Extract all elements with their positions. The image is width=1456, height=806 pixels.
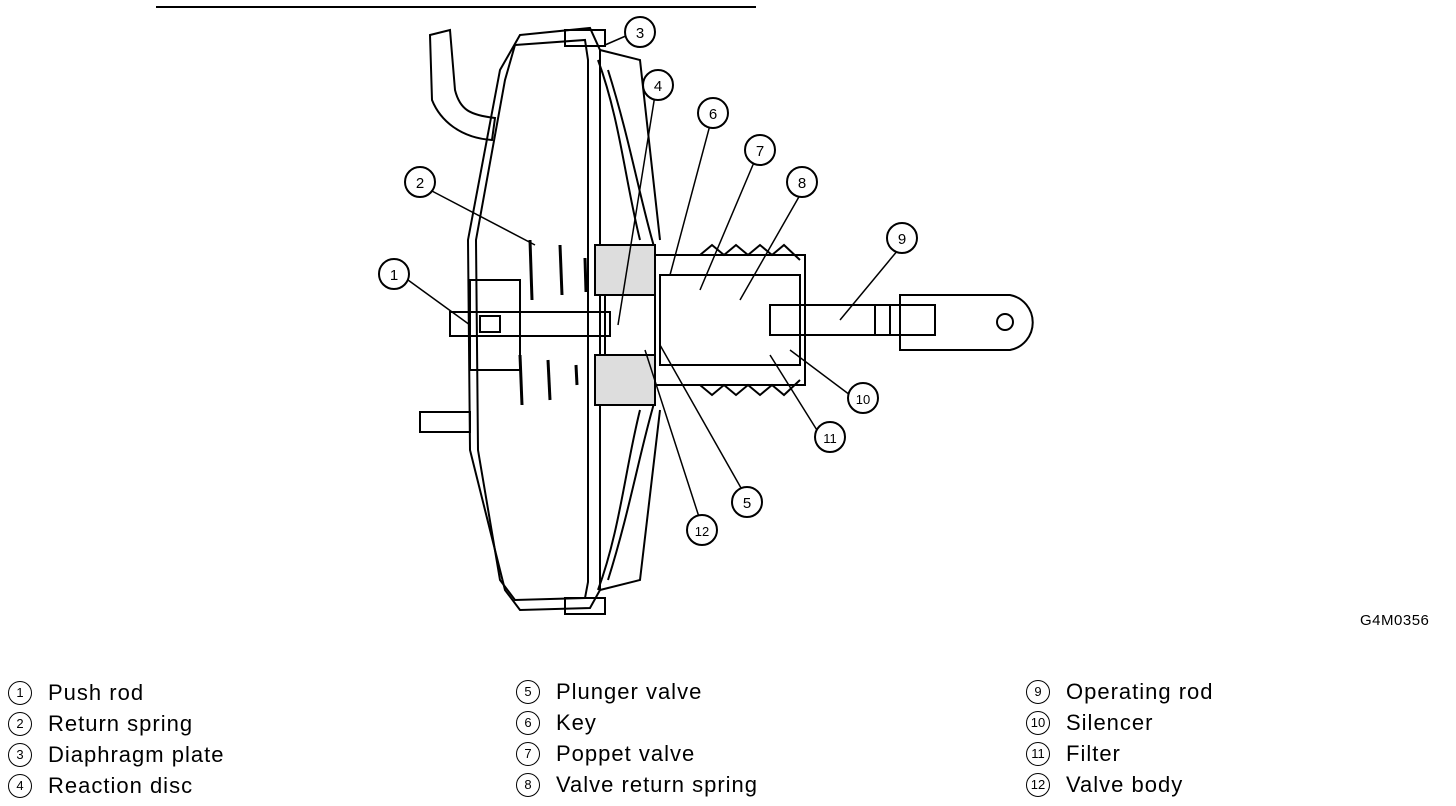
legend-number: 4 <box>8 774 32 798</box>
figure-code: G4M0356 <box>1360 612 1430 629</box>
callout-8: 8 <box>786 166 818 198</box>
booster-shell-right <box>599 49 661 591</box>
leader-lines <box>407 34 899 521</box>
rod-nut <box>874 304 936 336</box>
operating-rod-shape <box>769 304 891 336</box>
legend-item: 8 Valve return spring <box>516 771 758 799</box>
callout-7: 7 <box>744 134 776 166</box>
legend-number: 8 <box>516 773 540 797</box>
callouts: 1 2 3 4 5 6 7 8 9 10 11 12 <box>378 16 918 546</box>
legend-label: Diaphragm plate <box>48 742 225 767</box>
legend-label: Plunger valve <box>556 679 703 704</box>
boot-bellows <box>699 243 801 397</box>
legend-label: Return spring <box>48 711 194 736</box>
callout-12: 12 <box>686 514 718 546</box>
legend-label: Push rod <box>48 680 145 705</box>
legend-item: 4 Reaction disc <box>8 772 193 800</box>
callout-4: 4 <box>642 69 674 101</box>
legend-number: 6 <box>516 711 540 735</box>
legend-label: Silencer <box>1066 710 1154 735</box>
legend-number: 9 <box>1026 680 1050 704</box>
svg-text:10: 10 <box>856 392 870 407</box>
svg-text:12: 12 <box>695 524 709 539</box>
svg-text:7: 7 <box>756 143 764 160</box>
legend-number: 2 <box>8 712 32 736</box>
clevis-hole <box>996 313 1014 331</box>
clevis <box>899 294 1034 351</box>
legend-number: 10 <box>1026 711 1050 735</box>
legend-label: Poppet valve <box>556 741 696 766</box>
callout-2: 2 <box>404 166 436 198</box>
legend-label: Valve return spring <box>556 772 759 797</box>
svg-text:1: 1 <box>390 267 398 284</box>
legend-number: 7 <box>516 742 540 766</box>
callout-3: 3 <box>624 16 656 48</box>
return-spring <box>518 239 588 406</box>
legend-number: 3 <box>8 743 32 767</box>
legend-item: 2 Return spring <box>8 710 193 738</box>
legend-number: 1 <box>8 681 32 705</box>
top-rule <box>156 6 756 8</box>
svg-text:8: 8 <box>798 175 806 192</box>
vacuum-pipe <box>428 28 497 142</box>
callout-9: 9 <box>886 222 918 254</box>
svg-text:11: 11 <box>823 431 837 446</box>
push-rod-shape <box>449 311 611 337</box>
legend-item: 6 Key <box>516 709 597 737</box>
valve-housing <box>654 254 806 386</box>
booster-shell-inner <box>474 38 589 602</box>
diaphragm-curve-2 <box>607 69 656 581</box>
callout-6: 6 <box>697 97 729 129</box>
legend-label: Valve body <box>1066 772 1184 797</box>
legend-item: 7 Poppet valve <box>516 740 695 768</box>
clamp-bottom <box>564 597 606 615</box>
legend-number: 11 <box>1026 742 1050 766</box>
legend-number: 12 <box>1026 773 1050 797</box>
callout-1: 1 <box>378 258 410 290</box>
booster-shell-left <box>466 26 601 612</box>
callout-11: 11 <box>814 421 846 453</box>
legend-label: Reaction disc <box>48 773 194 798</box>
legend-label: Key <box>556 710 597 735</box>
svg-text:6: 6 <box>709 106 717 123</box>
legend-number: 5 <box>516 680 540 704</box>
legend-item: 12 Valve body <box>1026 771 1183 799</box>
svg-text:3: 3 <box>636 25 644 42</box>
legend-item: 11 Filter <box>1026 740 1121 768</box>
svg-text:4: 4 <box>654 78 662 95</box>
svg-text:5: 5 <box>743 495 751 512</box>
valve-inner <box>659 274 801 366</box>
legend-item: 3 Diaphragm plate <box>8 741 224 769</box>
push-rod-tip <box>479 315 501 333</box>
legend-item: 1 Push rod <box>8 679 144 707</box>
mount-stud <box>419 411 471 433</box>
callout-10: 10 <box>847 382 879 414</box>
svg-text:2: 2 <box>416 175 424 192</box>
legend-item: 5 Plunger valve <box>516 678 702 706</box>
svg-text:9: 9 <box>898 231 906 248</box>
legend-item: 10 Silencer <box>1026 709 1153 737</box>
legend-label: Filter <box>1066 741 1121 766</box>
callout-5: 5 <box>731 486 763 518</box>
clamp-top <box>564 29 606 47</box>
legend-item: 9 Operating rod <box>1026 678 1214 706</box>
legend-label: Operating rod <box>1066 679 1214 704</box>
valve-body-shape <box>594 244 656 406</box>
